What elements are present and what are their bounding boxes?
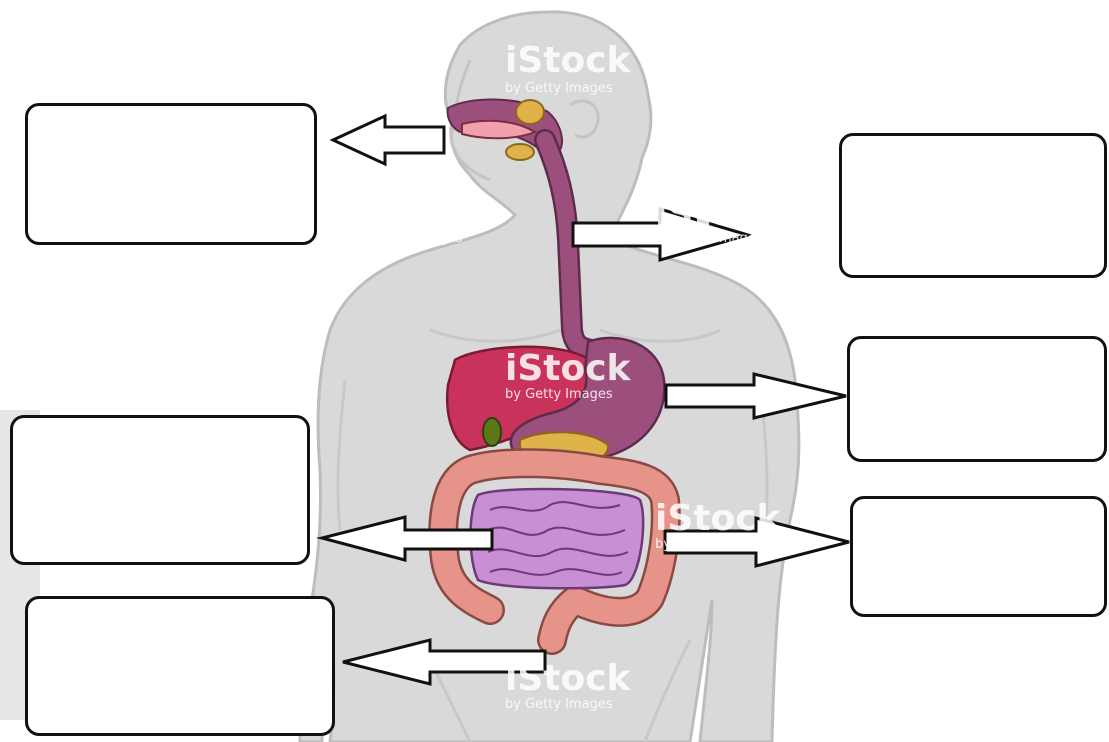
salivary-gland-1 — [516, 100, 544, 124]
watermark-brand: iStock — [505, 658, 632, 699]
label-box-large-intestine[interactable] — [850, 496, 1107, 617]
label-box-esophagus[interactable] — [839, 133, 1107, 278]
watermark-byline: by Getty Images — [655, 231, 763, 246]
watermark-brand: iStock — [505, 40, 632, 81]
salivary-gland-2 — [506, 144, 534, 160]
watermark-brand: iStock — [355, 193, 482, 234]
watermark-brand: iStock — [505, 348, 632, 389]
watermark-byline: by Getty Images — [505, 697, 613, 712]
watermark-byline: by Getty Images — [505, 387, 613, 402]
watermark-brand: iStock — [655, 498, 782, 539]
arrow-mouth — [333, 116, 444, 164]
gallbladder — [483, 418, 501, 446]
watermark-brand: iStock — [655, 193, 782, 234]
label-box-stomach[interactable] — [847, 336, 1107, 462]
watermark-byline: by Getty Images — [355, 231, 463, 246]
label-box-mouth[interactable] — [25, 103, 317, 245]
watermark-byline: by Getty Images — [505, 81, 613, 96]
label-box-small-intestine[interactable] — [10, 415, 310, 565]
watermark-byline: by Getty Images — [655, 537, 763, 552]
label-box-rectum[interactable] — [25, 596, 335, 736]
